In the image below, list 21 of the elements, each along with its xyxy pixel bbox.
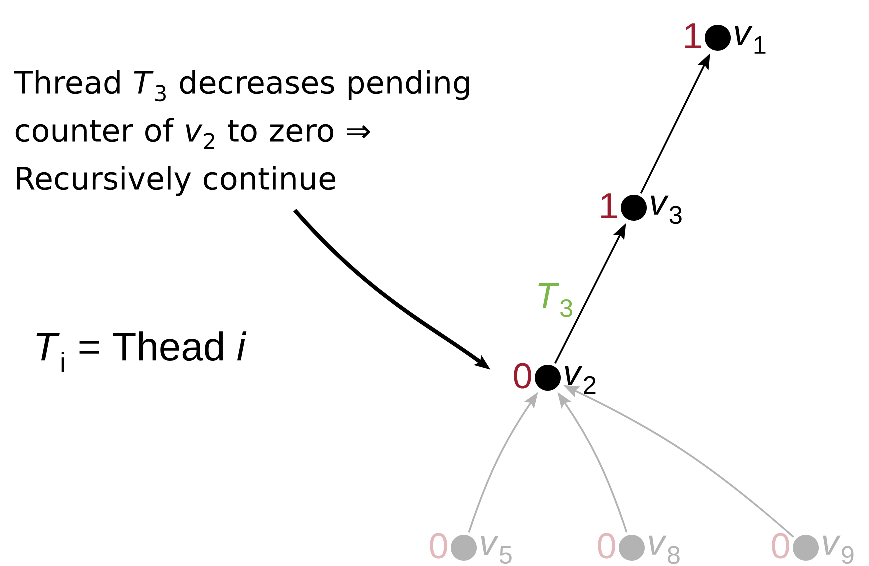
vertex-name: v$_{1}$ xyxy=(735,26,766,54)
vertex-dot xyxy=(793,535,819,561)
vertex-name: v$_{3}$ xyxy=(651,196,682,224)
vertex-dot xyxy=(705,25,731,51)
counter-value: 1 xyxy=(686,24,702,48)
vertex-dot xyxy=(621,195,647,221)
vertex-name: v$_{2}$ xyxy=(565,366,596,394)
annotation-text: Thread T$_{3}$ decreases pending counter of v$_{2}$ to zero ⇒ Recursively continue xyxy=(14,70,470,196)
vertex-name: v$_{9}$ xyxy=(823,536,854,564)
vertex-dot xyxy=(451,535,477,561)
edge-label: T$_{3}$ xyxy=(534,282,576,318)
counter-value: 0 xyxy=(514,363,532,389)
counter-value: 0 xyxy=(598,533,616,559)
legend-text: T$_{i}$ = Thead i xyxy=(36,332,247,372)
counter-value: 0 xyxy=(430,533,448,559)
counter-value: 0 xyxy=(772,533,790,559)
vertex-dot xyxy=(535,365,561,391)
vertex-name: v$_{8}$ xyxy=(649,536,680,564)
vertex-name: v$_{5}$ xyxy=(481,536,512,564)
vertex-dot xyxy=(619,535,645,561)
counter-value: 1 xyxy=(602,194,618,218)
